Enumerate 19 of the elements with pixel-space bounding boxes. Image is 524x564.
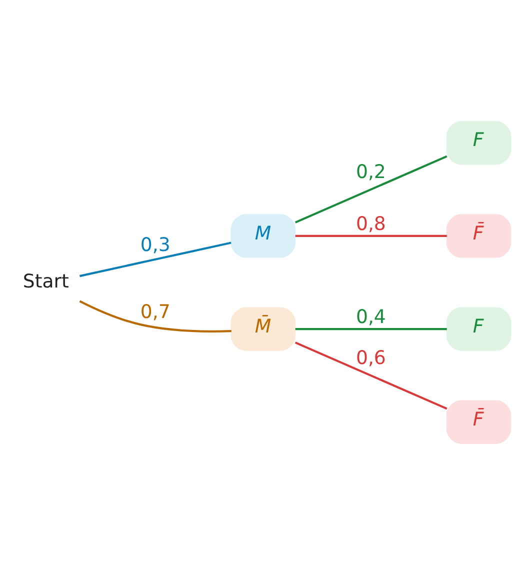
edge-label: 0,6 — [356, 348, 386, 369]
connector — [79, 241, 232, 277]
node-text: Start — [22, 271, 69, 292]
edge-label: 0,7 — [140, 302, 170, 323]
edge-label: 0,4 — [356, 306, 386, 328]
node-box: F — [446, 306, 512, 350]
connector — [294, 154, 448, 223]
connector — [295, 327, 447, 330]
edge-label: 0,3 — [140, 234, 170, 256]
node-box: M̄ — [230, 306, 296, 350]
connector — [294, 341, 448, 410]
node-box: F̄ — [446, 214, 512, 258]
node-box: F̄ — [446, 400, 512, 444]
edge-label: 0,8 — [356, 213, 386, 234]
connector — [79, 300, 232, 332]
connector — [295, 234, 447, 237]
node-box: F — [446, 120, 512, 164]
node-box: M — [230, 214, 296, 258]
edge-label: 0,2 — [356, 162, 386, 183]
